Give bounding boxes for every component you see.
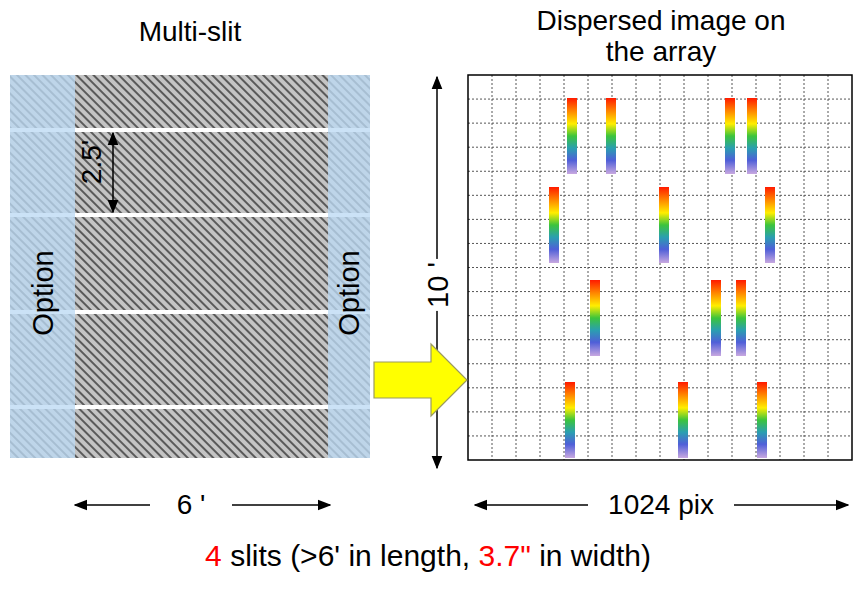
caption-part: in width) — [531, 539, 651, 572]
spectrum-bar — [725, 98, 735, 174]
caption-part: slits (>6' in length, — [222, 539, 479, 572]
dimension-label: 6 ' — [174, 490, 209, 520]
grid-line — [468, 315, 852, 316]
caption-part: 3.7" — [478, 539, 530, 572]
dimension-arrow — [232, 504, 330, 506]
grid-line — [468, 339, 852, 340]
dimension-arrow — [75, 504, 150, 506]
dimension-label: 2.5' — [77, 137, 107, 187]
option-band: Option — [328, 75, 370, 458]
spectrum-bar — [678, 382, 688, 458]
spectra — [549, 98, 775, 458]
grid-line — [804, 75, 805, 460]
spectrum-bar — [590, 280, 600, 356]
array-border — [468, 75, 852, 460]
panel-title: Dispersed image on the array — [536, 6, 786, 68]
option-band: Option — [10, 75, 75, 458]
dimension-arrow — [734, 504, 848, 506]
dimension-arrow — [475, 504, 588, 506]
spectrum-bar — [736, 280, 746, 356]
grid-line — [708, 75, 709, 460]
flow-arrow — [374, 344, 467, 416]
panel: Dispersed image on the array — [468, 75, 852, 460]
spectrum-bar — [747, 98, 757, 174]
spectrum-bar — [565, 382, 575, 458]
detector-array — [468, 75, 852, 460]
grid-line — [468, 267, 852, 268]
pixel-grid — [468, 75, 852, 460]
band-label: Option — [26, 251, 59, 336]
grid-line — [468, 411, 852, 412]
spectrum-bar — [765, 187, 775, 263]
dimension-label: 10 ' — [423, 259, 454, 311]
grid-line — [468, 363, 852, 364]
grid-line — [780, 75, 781, 460]
grid-line — [468, 291, 852, 292]
slit-plate — [10, 75, 370, 458]
grid-line — [468, 435, 852, 436]
grid-line — [828, 75, 829, 460]
dimension-arrow — [112, 133, 114, 212]
spectrum-bar — [567, 98, 577, 174]
spectrum-bar — [711, 280, 721, 356]
spectrum-bar — [549, 187, 559, 263]
spectrum-bar — [606, 98, 616, 174]
dimension-label: 1024 pix — [605, 490, 717, 520]
panel-title: Multi-slit — [10, 17, 370, 48]
spectrum-bar — [757, 382, 767, 458]
spectrum-bar — [659, 187, 669, 263]
caption-part: 4 — [205, 539, 222, 572]
caption: 4 slits (>6' in length, 3.7" in width) — [205, 541, 651, 571]
panel: Multi-slitOptionOption — [10, 75, 370, 458]
band-label: Option — [333, 251, 366, 336]
grid-line — [468, 387, 852, 388]
